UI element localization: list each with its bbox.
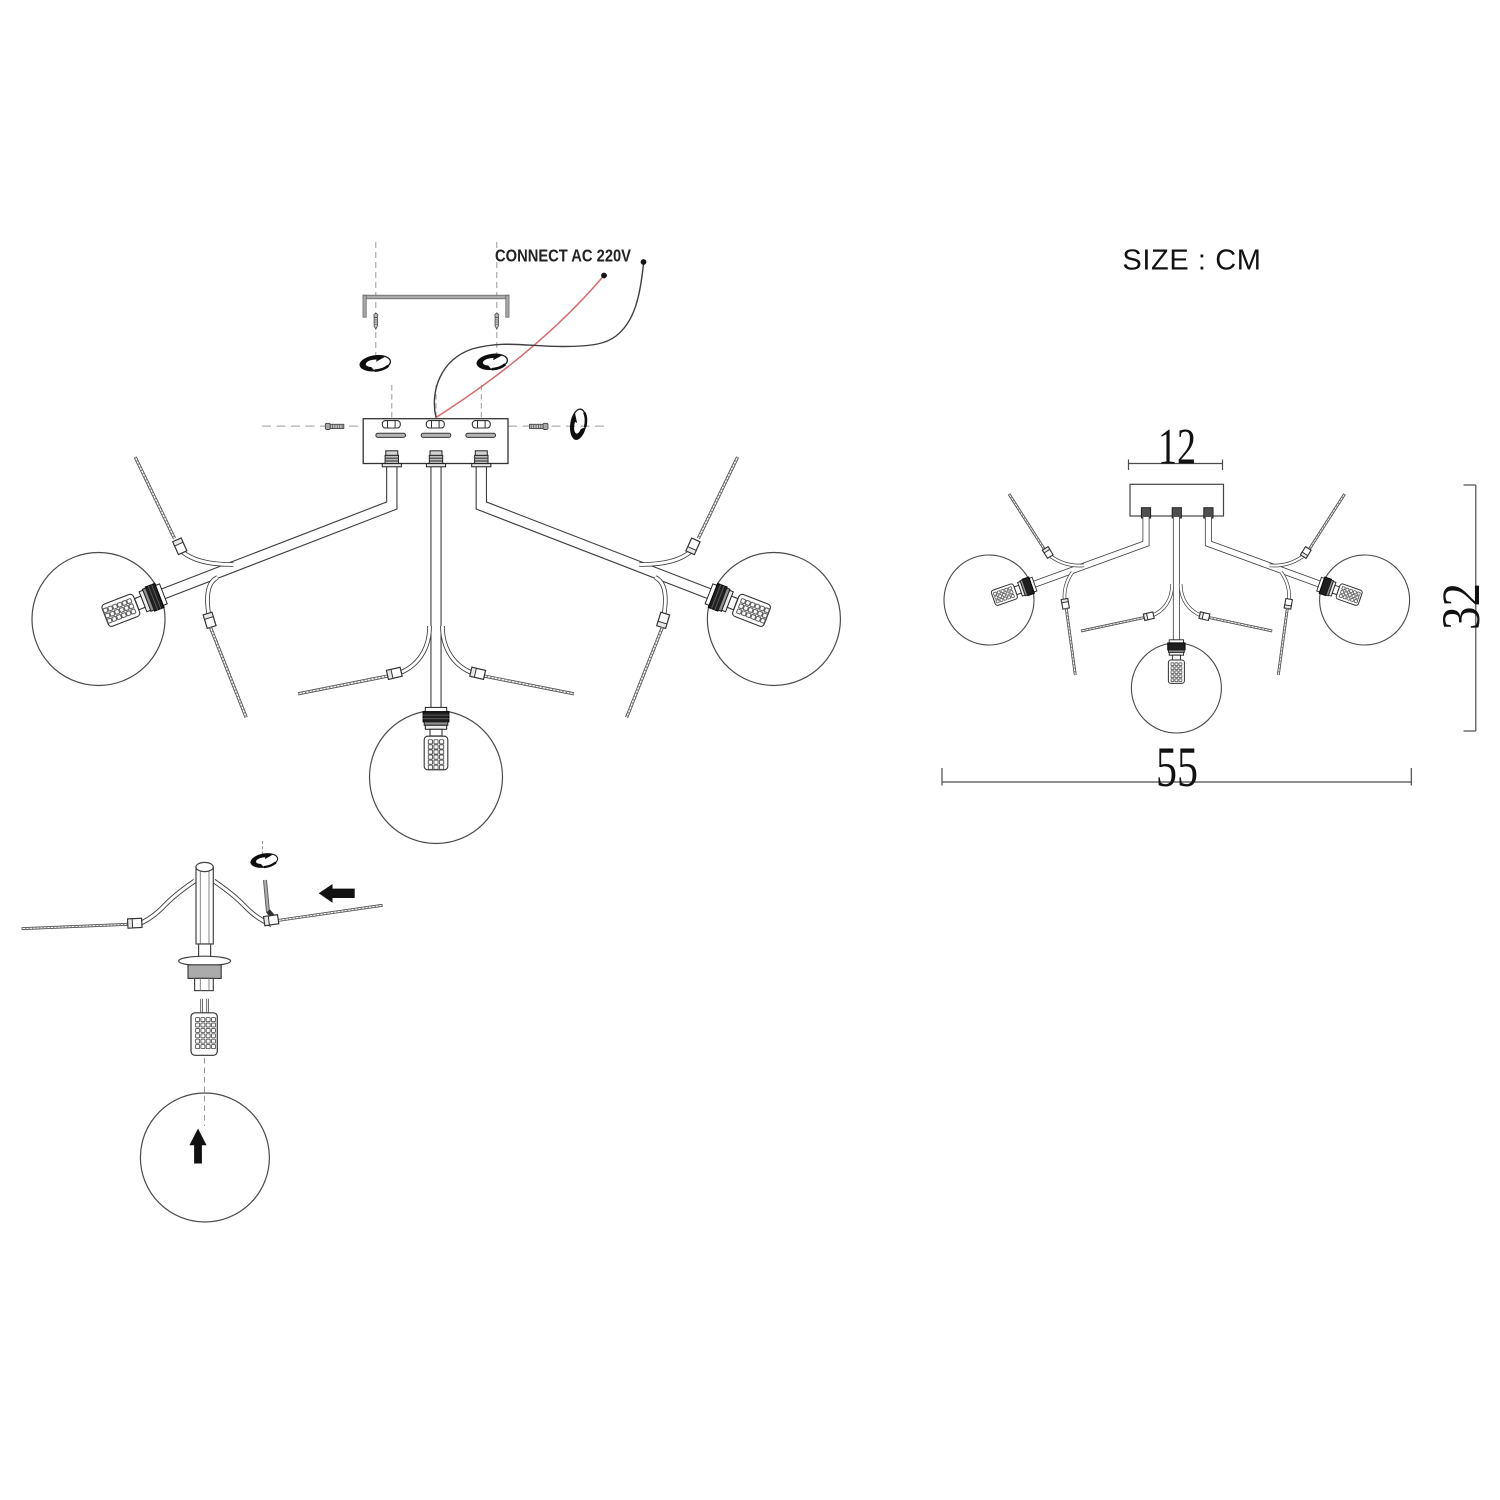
svg-text:12: 12 xyxy=(1158,419,1196,475)
svg-text:32: 32 xyxy=(1431,583,1491,630)
svg-text:CONNECT AC 220V: CONNECT AC 220V xyxy=(495,246,631,266)
svg-text:55: 55 xyxy=(1156,736,1198,799)
svg-text:SIZE : CM: SIZE : CM xyxy=(1122,245,1261,277)
